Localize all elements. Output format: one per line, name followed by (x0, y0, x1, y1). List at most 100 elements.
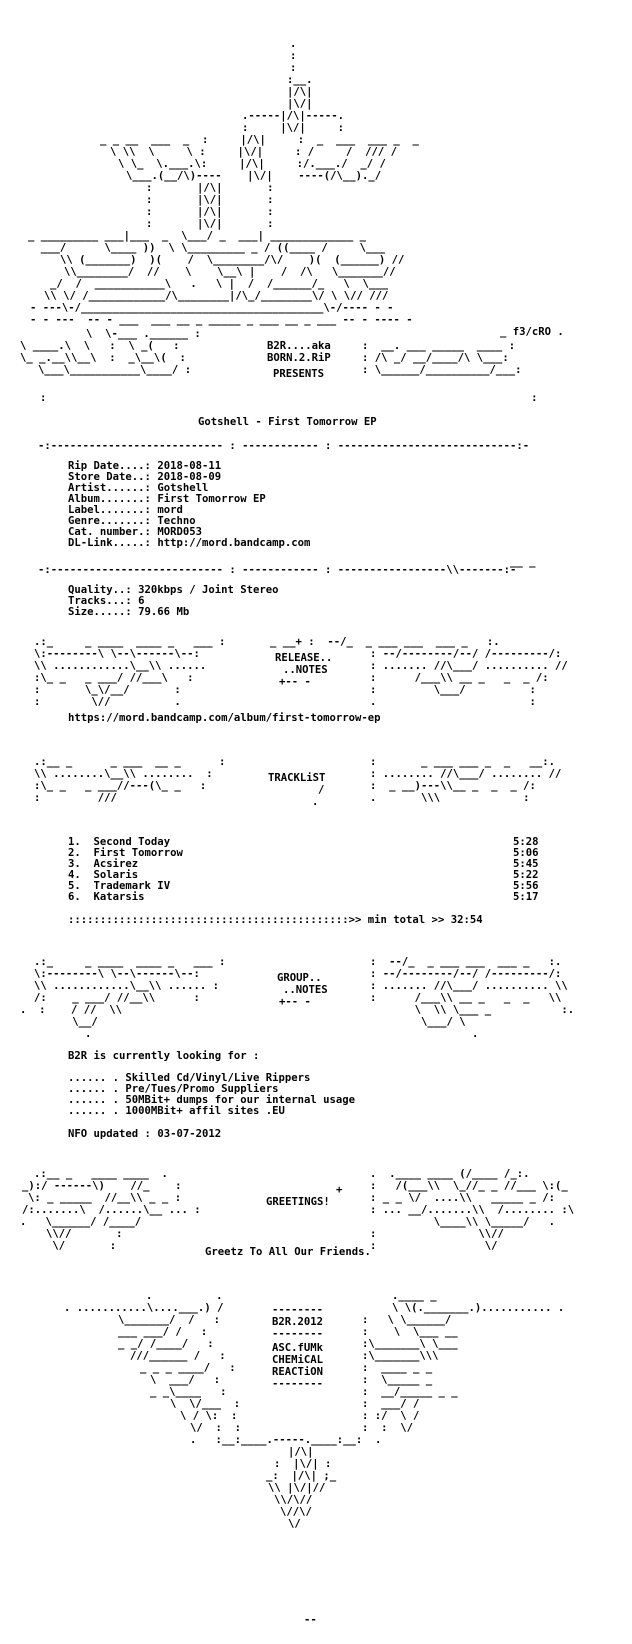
header-right-art: : \______/__________/___: (362, 364, 522, 376)
art-line: |/\| (287, 86, 313, 98)
art-line: |/\| (288, 1446, 314, 1458)
track-title: Solaris (93, 869, 139, 881)
art-line: : /// (34, 792, 188, 804)
art-line: . (34, 1028, 213, 1040)
art-line: : |\/| : (146, 194, 274, 206)
rip-date-value: 2018-08-11 (157, 460, 222, 472)
track-number: 2. (68, 847, 81, 859)
art-line: ___/ \____ )) \ \_________ _ / ((____ / … (28, 242, 386, 254)
header-left-art: \ ____.\ \ : \ _( : (20, 340, 180, 352)
art-line: _/ / ___________\ . \ | / /______/_ \ \_… (50, 278, 389, 290)
artist-value: Gotshell (157, 482, 209, 494)
art-line: : /___\\ __ _ _ _ /: (370, 672, 549, 684)
art-line: : --/--------/--/ /---------/: (370, 648, 562, 660)
art-line: : /(___\\ \_//_ _ //___ \:(_ (370, 1180, 568, 1192)
release-notes-header-1: RELEASE.. (275, 652, 333, 664)
art-line: + (336, 1184, 343, 1196)
track-number: 5. (68, 880, 81, 892)
track-number: 1. (68, 836, 81, 848)
art-line: \ \-___ .______ : (86, 328, 201, 340)
art-line: . \______/ /____/ (20, 1216, 212, 1228)
art-line: _ _________ ___|___ _ \___/ _ ___| _____… (28, 230, 367, 242)
track-time: 5:56 (513, 880, 539, 892)
genre-value: Techno (157, 515, 196, 527)
art-line: __ _ (510, 556, 536, 568)
art-line: : _ _ \/ ....\\ _____ _ /: (370, 1192, 555, 1204)
art-line: / (318, 784, 325, 796)
album-value: First Tomorrow EP (157, 493, 266, 505)
release-notes-header-2: ..NOTES (283, 664, 328, 676)
art-line: _ _ _ ____/ : (140, 1362, 236, 1374)
art-line: : ... __/.......\\ /........ :\ (370, 1204, 575, 1216)
total-label: min total >> (367, 914, 445, 926)
art-line: \\ (_______) )( / \________/\/ )( (_____… (60, 254, 405, 266)
art-line: . (290, 38, 297, 50)
track-number: 3. (68, 858, 81, 870)
footer-line-2: ASC.fUMk (272, 1342, 324, 1354)
art-line: _):/ ------\) //_ : (22, 1180, 182, 1192)
art-line: \\ ............\__\\ ...... (34, 660, 219, 672)
art-line: - ---\-/________________________________… (30, 302, 394, 314)
art-line: : \ \______/ (362, 1314, 452, 1326)
updated-label: NFO updated : (68, 1128, 151, 1140)
list-item: ...... . 50MBit+ dumps for our internal … (68, 1094, 356, 1106)
art-line: \ \\ \ \ : |\/| : / / /// / (110, 146, 398, 158)
art-line: -------- (272, 1328, 324, 1340)
table-row: 4. Solaris (68, 869, 138, 881)
art-line: \____\\ \_____/ . (370, 1216, 555, 1228)
total-dots: ::::::::::::::::::::::::::::::::::::::::… (68, 914, 362, 926)
store-date-value: 2018-08-09 (157, 471, 222, 483)
art-line: . : (370, 696, 536, 708)
footer-line-1: B2R.2012 (272, 1316, 324, 1328)
art-line: : |/\| : (146, 206, 274, 218)
cat-label: Cat. number.: (68, 526, 151, 538)
art-line: :__. (287, 74, 313, 86)
quality-label: Quality..: (68, 584, 132, 596)
release-notes-url[interactable]: https://mord.bandcamp.com/album/first-to… (68, 712, 381, 724)
list-item: ...... . 1000MBit+ affil sites .EU (68, 1105, 285, 1117)
art-line: : \\// (370, 1228, 504, 1240)
label-label: Label.......: (68, 504, 151, 516)
art-line: -------- (272, 1378, 324, 1390)
track-time: 5:22 (513, 869, 539, 881)
greetings-header: GREETINGS! (266, 1196, 330, 1208)
art-line: \:--------\ \--\------\--: (34, 648, 213, 660)
total-time: 32:54 (450, 914, 483, 926)
art-line: .:_ _ ____ ____ _ ___ : (34, 956, 226, 968)
art-line: : |\/| : (274, 1458, 332, 1470)
total-line: ::::::::::::::::::::::::::::::::::::::::… (68, 914, 483, 926)
header-left-art: \___\___________\____/ : (38, 364, 192, 376)
rip-date-label: Rip Date....: (68, 460, 151, 472)
art-line: \ \_ \.___.\: |/\| :/.___./ _/ / (118, 158, 386, 170)
art-line: |\/| (287, 98, 313, 110)
art-line: : |/\| : (146, 182, 274, 194)
art-line: .:__ _ _ ___ __ _ : (34, 756, 226, 768)
art-line: \ \/___ : (170, 1398, 241, 1410)
art-line: : |\/| : (146, 218, 274, 230)
art-line: : ....... //\___/ .......... \\ (370, 980, 568, 992)
art-line: : (290, 50, 297, 62)
art-line: . (370, 1028, 562, 1040)
footer-line-4: REACTiON (272, 1366, 324, 1378)
art-line: .:__ _ ____ ____ . (34, 1168, 168, 1180)
track-time: 5:28 (513, 836, 539, 848)
end-mark: -- (304, 1614, 317, 1626)
art-line: \_______/ / : (118, 1314, 221, 1326)
artist-label: Artist......: (68, 482, 151, 494)
table-row: 1. Second Today (68, 836, 170, 848)
link-value[interactable]: http://mord.bandcamp.com (157, 537, 311, 549)
tracklist-header: TRACKLiST (268, 772, 326, 784)
art-line: \/ (288, 1518, 301, 1530)
track-time: 5:06 (513, 847, 539, 859)
header-sig: _ f3/cRO . (500, 326, 564, 338)
art-line: : \ \___ __ (362, 1326, 458, 1338)
track-time: 5:45 (513, 858, 539, 870)
art-line: _: |/\| ;_ (266, 1470, 337, 1482)
art-line: : ........ //\___/ ........ // (370, 768, 562, 780)
art-line: ///______ / : (130, 1350, 226, 1362)
art-line: - - --- -- - ___ ___ __ _ _____ _ ___ __… (30, 314, 413, 326)
art-line: +-- - (279, 676, 311, 688)
art-line: : ....... //\___/ .......... // (370, 660, 568, 672)
art-line: : _ ___ ___ _ _ __:. (370, 756, 555, 768)
tracks-value: 6 (138, 595, 145, 607)
